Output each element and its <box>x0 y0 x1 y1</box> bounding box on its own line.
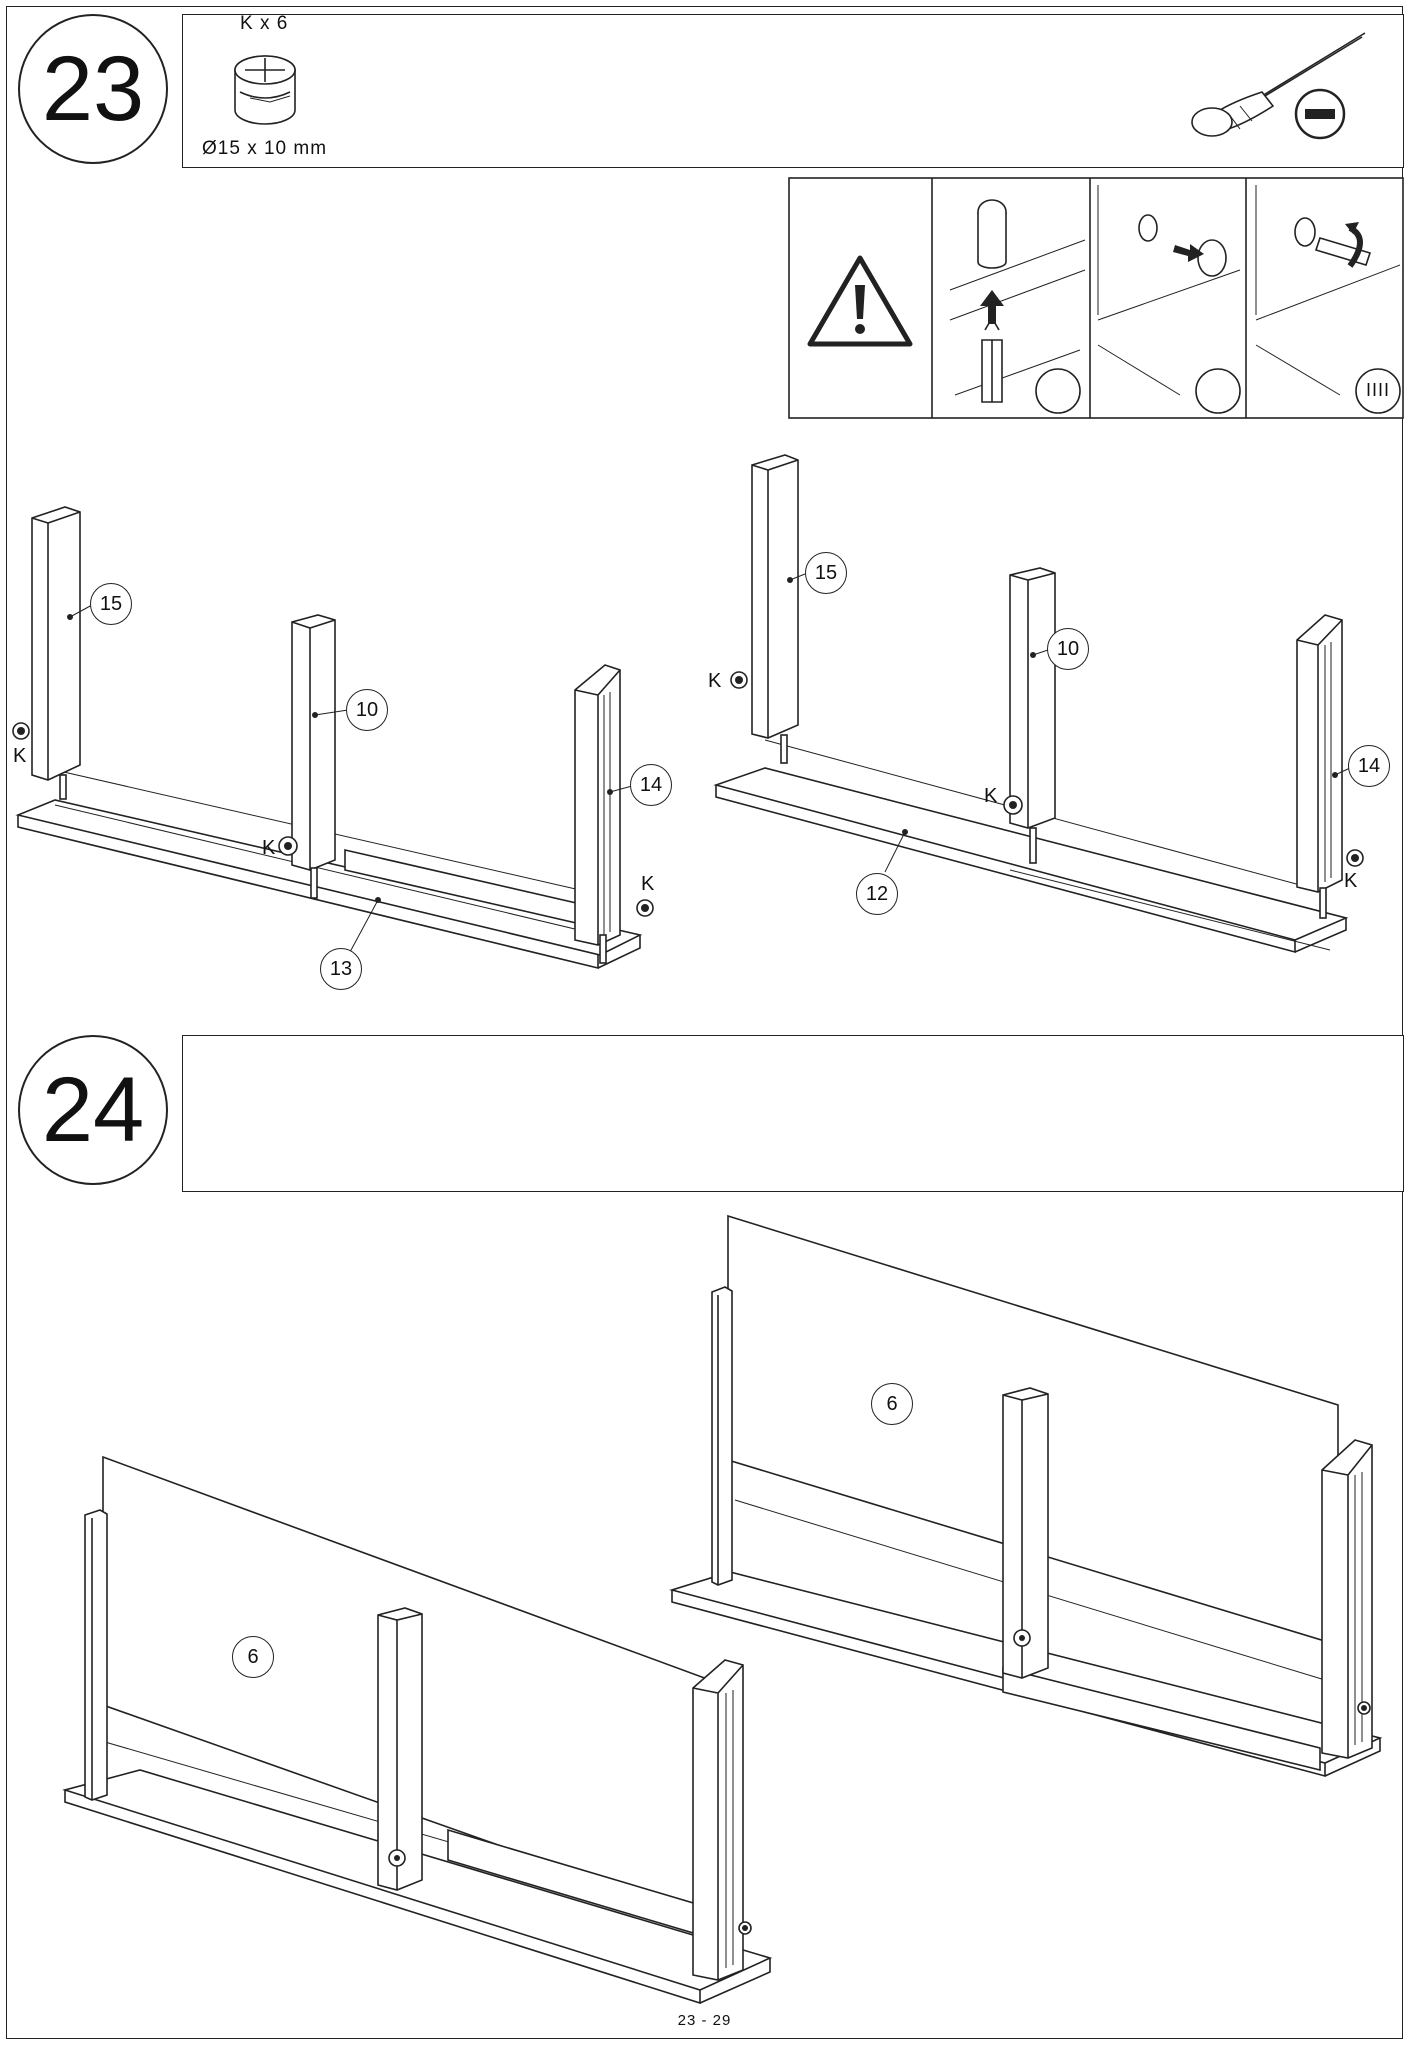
part-callout-15-right: 15 <box>805 552 847 594</box>
page-number: 23 - 29 <box>677 2012 732 2029</box>
fitting-label-k-right-3: K <box>1344 870 1358 892</box>
cam-insert-icon <box>1097 185 1241 396</box>
cam-lock-fitting-icon <box>234 55 296 125</box>
part-callout-10-left: 10 <box>346 689 388 731</box>
fitting-label-k-left-3: K <box>641 873 655 895</box>
step-23-left-assembly <box>12 506 654 970</box>
panel-2-badge <box>1195 368 1241 414</box>
part-callout-14-left: 14 <box>630 764 672 806</box>
part-callout-12-right: 12 <box>856 873 898 915</box>
fitting-label-k-left-2: K <box>262 837 276 859</box>
fitting-label-k-left-1: K <box>13 745 27 767</box>
panel-3-badge <box>1355 368 1401 414</box>
part-callout-14-right: 14 <box>1348 745 1390 787</box>
part-callout-10-right: 10 <box>1047 628 1089 670</box>
hardware-quantity-label: K x 6 <box>240 13 289 34</box>
fitting-label-k-right-2: K <box>984 785 998 807</box>
instruction-panel <box>788 177 1404 419</box>
panel-3-badge-text: IIII <box>1365 380 1390 400</box>
step-23-right-assembly <box>713 454 1364 954</box>
step-24-right-assembly <box>669 1214 1383 1778</box>
part-callout-6-left: 6 <box>232 1636 274 1678</box>
part-callout-13-left: 13 <box>320 948 362 990</box>
step-23-number: 23 <box>18 14 168 164</box>
step-24-number: 24 <box>18 1035 168 1185</box>
flathead-screwdriver-icon <box>1191 32 1366 137</box>
page-frame <box>6 6 1403 2039</box>
part-callout-15-left: 15 <box>90 583 132 625</box>
minus-sign-icon <box>1294 88 1346 140</box>
step-23-header-box <box>182 14 1404 168</box>
part-callout-6-right: 6 <box>871 1383 913 1425</box>
warning-triangle-icon <box>807 255 913 347</box>
step-24-header-box <box>182 1035 1404 1192</box>
panel-1-badge <box>1035 368 1081 414</box>
hardware-size-label: Ø15 x 10 mm <box>202 138 328 159</box>
fitting-label-k-right-1: K <box>708 670 722 692</box>
step-24-left-assembly <box>62 1455 773 2005</box>
dowel-insert-icon <box>949 199 1086 403</box>
cam-turn-icon <box>1255 185 1401 396</box>
